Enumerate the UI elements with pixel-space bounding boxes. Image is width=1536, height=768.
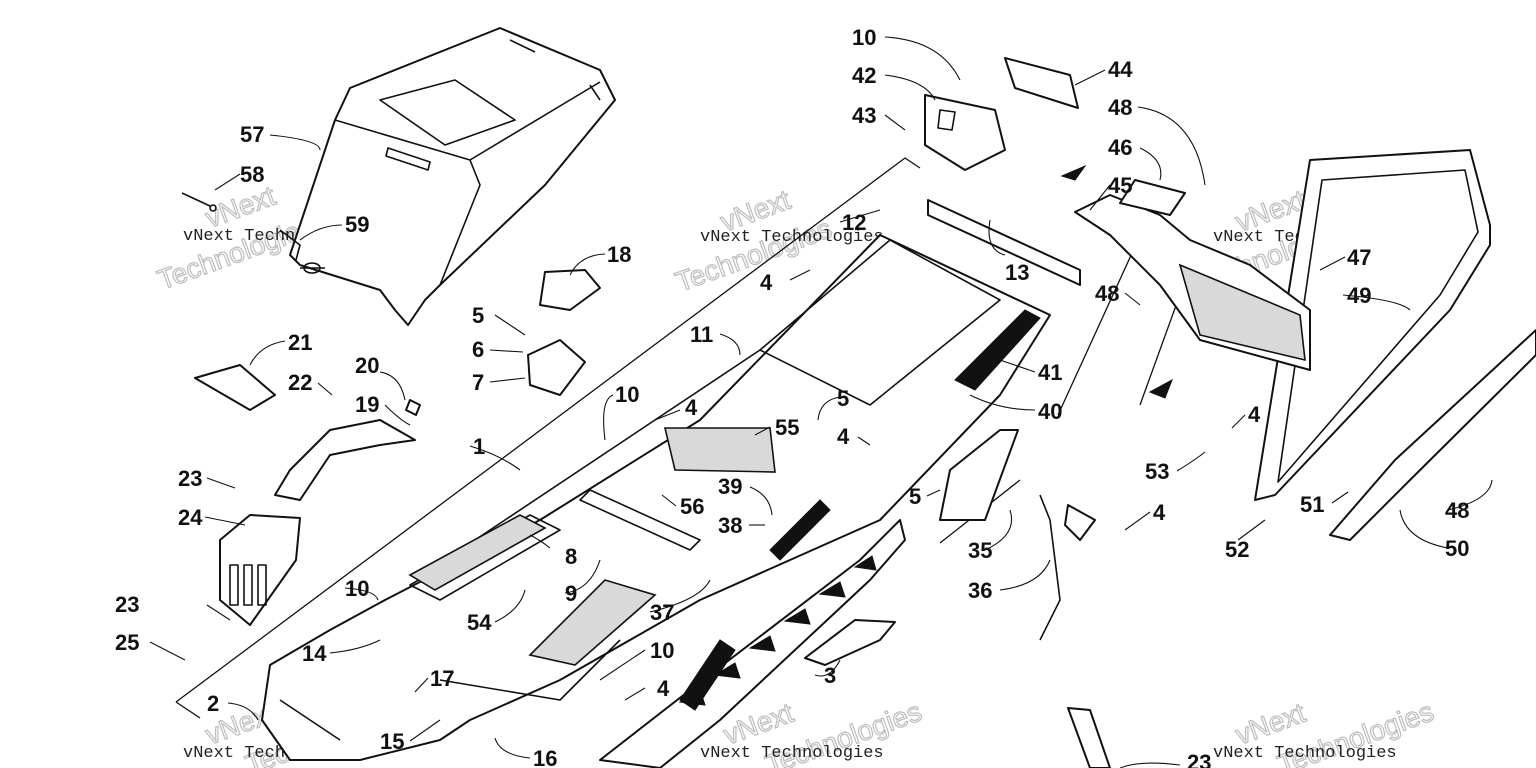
lower-bracket [1067,707,1111,768]
callout-16: 16 [533,746,557,768]
rear-rail [1329,329,1536,541]
strap [1119,179,1186,216]
tunnel-chassis [261,234,1051,761]
callout-57: 57 [240,122,264,147]
direction-arrows [1060,164,1173,399]
callout-20: 20 [355,353,379,378]
callout-23: 23 [178,466,202,491]
callout-54: 54 [467,610,492,635]
seat [279,27,616,326]
tail-light [1074,194,1311,371]
foot-pad [194,364,276,411]
callout-37: 37 [650,600,674,625]
side-plate [219,514,301,626]
callout-22: 22 [288,370,312,395]
callout-35: 35 [968,538,992,563]
callout-49: 49 [1347,283,1371,308]
callout-23: 23 [1187,750,1211,768]
callout-17: 17 [430,666,454,691]
callout-4: 4 [685,395,698,420]
rear-bumper [1254,149,1491,501]
chain-strap [1039,494,1096,641]
callout-4: 4 [760,270,773,295]
callout-5: 5 [472,303,484,328]
callout-1: 1 [473,434,485,459]
callout-9: 9 [565,581,577,606]
seat-hardware [181,192,325,274]
callout-50: 50 [1445,536,1469,561]
callout-55: 55 [775,415,799,440]
running-board [599,519,906,768]
arrow-icon [1148,378,1173,399]
bracket-7 [527,339,586,396]
callout-48: 48 [1095,281,1119,306]
callout-2: 2 [207,691,219,716]
callout-6: 6 [472,337,484,362]
callout-39: 39 [718,474,742,499]
callout-44: 44 [1108,57,1133,82]
callout-12: 12 [842,210,866,235]
callout-14: 14 [302,641,327,666]
callout-4: 4 [1153,500,1166,525]
alignment-frame [175,157,1179,719]
callout-4: 4 [657,676,670,701]
callout-45: 45 [1108,173,1132,198]
callout-59: 59 [345,212,369,237]
bracket-plates [924,57,1079,171]
mudflap [939,429,1019,521]
rail-13 [927,199,1081,286]
callout-19: 19 [355,392,379,417]
traction-pads [408,427,776,666]
callout-3: 3 [824,663,836,688]
arrow-icon [1060,164,1087,181]
callout-23: 23 [115,592,139,617]
callout-58: 58 [240,162,264,187]
callout-38: 38 [718,513,742,538]
callout-43: 43 [852,103,876,128]
callout-15: 15 [380,729,404,754]
callout-4: 4 [837,424,850,449]
callout-42: 42 [852,63,876,88]
callout-21: 21 [288,330,312,355]
callout-48: 48 [1108,95,1132,120]
callout-10: 10 [615,382,639,407]
callout-11: 11 [690,322,713,347]
watermark-text: vNext Technologies [700,744,884,763]
callout-10: 10 [852,25,876,50]
callout-41: 41 [1038,360,1062,385]
watermark-text: vNext Technologies [700,228,884,247]
callout-36: 36 [968,578,992,603]
callout-5: 5 [837,386,849,411]
callout-5: 5 [909,484,921,509]
callout-25: 25 [115,630,139,655]
callout-10: 10 [650,638,674,663]
leader-lines [149,36,1493,768]
callout-7: 7 [472,370,484,395]
callout-56: 56 [680,494,704,519]
callout-18: 18 [607,242,631,267]
callout-10: 10 [345,576,369,601]
decal-graphics [679,309,1041,711]
foot-bracket [274,399,421,501]
callout-53: 53 [1145,459,1169,484]
bracket-3 [804,619,896,666]
callout-24: 24 [178,505,203,530]
callout-51: 51 [1300,492,1324,517]
callout-47: 47 [1347,245,1371,270]
callout-8: 8 [565,544,577,569]
callout-48: 48 [1445,498,1469,523]
callout-labels: 10 44 42 43 48 46 45 57 58 59 12 18 13 4… [115,25,1469,768]
callout-13: 13 [1005,260,1029,285]
callout-40: 40 [1038,399,1062,424]
callout-52: 52 [1225,537,1249,562]
callout-4: 4 [1248,402,1261,427]
cover-18 [539,269,601,311]
callout-46: 46 [1108,135,1132,160]
watermark-text: vNext Technologies [1213,744,1397,763]
